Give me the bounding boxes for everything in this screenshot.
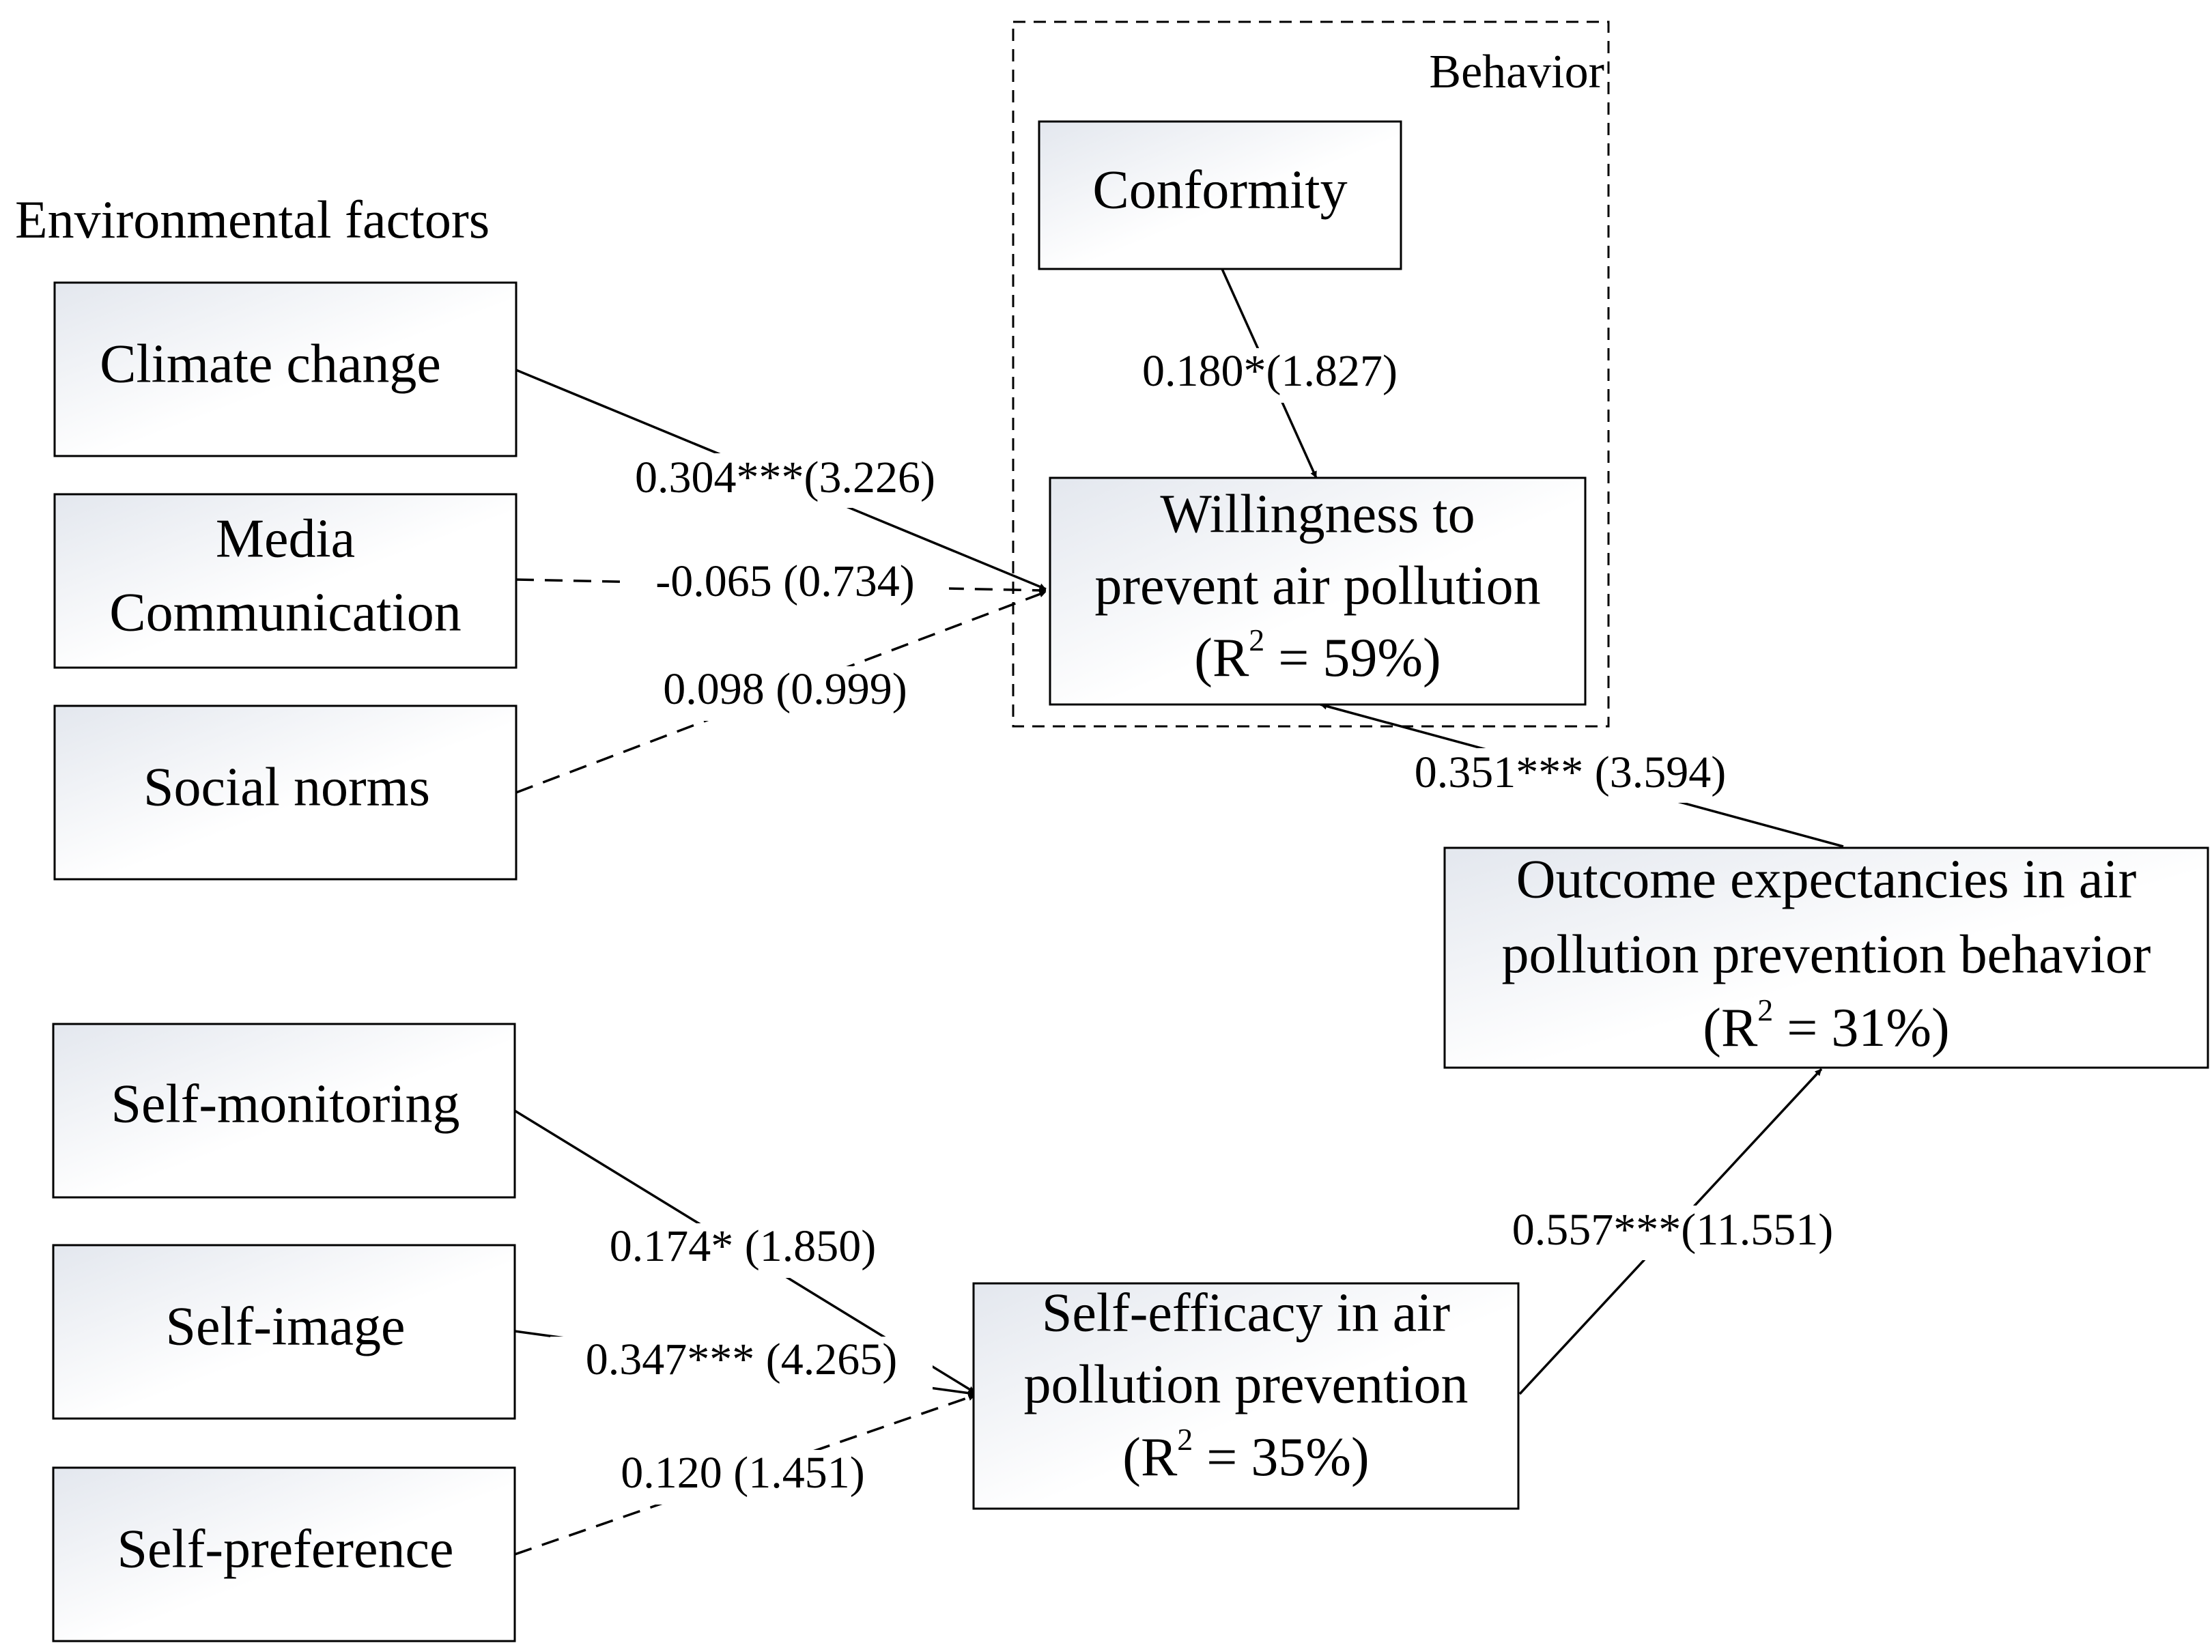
svg-text:0.557***(11.551): 0.557***(11.551) [1512, 1205, 1834, 1255]
svg-text:0.304***(3.226): 0.304***(3.226) [635, 453, 935, 502]
behavior-group-label: Behavior [1429, 46, 1604, 98]
edge-label-climate-to-willingness: 0.304***(3.226) [601, 453, 969, 508]
node-self-efficacy: Self-efficacy in air pollution preventio… [972, 1282, 1520, 1510]
svg-text:Self-image: Self-image [166, 1296, 406, 1356]
node-self-monitoring: Self-monitoring [52, 1023, 516, 1199]
outcome-r2: (R2 = 31%) [1703, 993, 1949, 1059]
node-outcome-expectancies: Outcome expectancies in air pollution pr… [1443, 846, 2209, 1069]
svg-text:Self-preference: Self-preference [117, 1519, 454, 1579]
svg-text:Self-efficacy in air: Self-efficacy in air [1042, 1283, 1450, 1343]
node-climate-change: Climate change [53, 281, 517, 457]
svg-text:Climate change: Climate change [100, 334, 441, 394]
edge-label-selfpreference-to-efficacy: 0.120 (1.451) [591, 1448, 894, 1505]
node-conformity: Conformity [1038, 120, 1402, 270]
svg-text:Outcome expectancies in air: Outcome expectancies in air [1516, 849, 2136, 909]
node-self-preference: Self-preference [52, 1466, 516, 1642]
svg-text:Social norms: Social norms [143, 757, 430, 817]
environmental-factors-label: Environmental factors [15, 190, 490, 249]
edge-label-selfimage-to-efficacy: 0.347*** (4.265) [550, 1335, 933, 1391]
svg-text:-0.065 (0.734): -0.065 (0.734) [655, 556, 914, 606]
self-efficacy-r2: (R2 = 35%) [1122, 1422, 1369, 1488]
svg-text:0.120 (1.451): 0.120 (1.451) [621, 1448, 864, 1498]
edge-label-selfmonitoring-to-efficacy: 0.174* (1.850) [580, 1221, 908, 1278]
svg-text:0.351*** (3.594): 0.351*** (3.594) [1415, 747, 1726, 797]
svg-text:0.174* (1.850): 0.174* (1.850) [610, 1221, 876, 1271]
behavior-group-frame [1012, 20, 1610, 728]
svg-text:Media: Media [216, 509, 355, 569]
edge-social-to-willingness-line [515, 590, 1047, 794]
svg-text:0.098 (0.999): 0.098 (0.999) [663, 664, 907, 714]
edge-label-outcome-to-willingness: 0.351*** (3.594) [1372, 747, 1768, 803]
node-willingness: Willingness to prevent air pollution (R2… [1049, 476, 1587, 706]
svg-text:0.180*(1.827): 0.180*(1.827) [1142, 346, 1398, 396]
edge-label-social-to-willingness: 0.098 (0.999) [627, 664, 944, 721]
node-self-image: Self-image [52, 1244, 516, 1420]
willingness-r2: (R2 = 59%) [1194, 623, 1441, 689]
svg-text:0.347*** (4.265): 0.347*** (4.265) [586, 1335, 897, 1384]
svg-text:pollution prevention: pollution prevention [1023, 1354, 1468, 1414]
svg-text:prevent air pollution: prevent air pollution [1094, 556, 1540, 616]
svg-text:Conformity: Conformity [1092, 160, 1347, 220]
edge-label-conformity-to-willingness: 0.180*(1.827) [1106, 346, 1434, 403]
svg-text:Self-monitoring: Self-monitoring [111, 1074, 459, 1134]
node-media-communication: Media Communication [53, 493, 517, 669]
svg-text:Communication: Communication [109, 582, 462, 642]
svg-text:Willingness to: Willingness to [1160, 484, 1475, 544]
node-social-norms: Social norms [53, 704, 517, 881]
svg-text:pollution prevention behavior: pollution prevention behavior [1502, 924, 2151, 984]
edge-label-media-to-willingness: -0.065 (0.734) [621, 556, 949, 613]
edge-label-efficacy-to-outcome: 0.557***(11.551) [1468, 1205, 1877, 1260]
